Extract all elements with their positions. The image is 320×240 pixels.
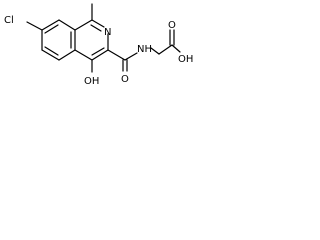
bond-c5-c6 — [41, 19, 60, 31]
bond-c1-n-inner — [90, 24, 102, 32]
bond-c3-c4-inner — [91, 47, 105, 56]
hydroxyl-label: OH — [84, 76, 99, 87]
bond-c8-c9 — [58, 49, 76, 61]
bond-c7-c1 — [74, 19, 93, 31]
bond-nh-ch2 — [150, 47, 160, 55]
bond-c3-camide — [107, 49, 126, 61]
acid-hydroxyl-label: OH — [178, 54, 193, 65]
amide-nh-label: NH — [137, 44, 152, 55]
bond-cacid-oh — [171, 44, 181, 53]
bond-c4-c8 — [74, 49, 93, 61]
carbonyl-oxygen-label: O — [121, 74, 129, 85]
bond-camide-nh — [124, 52, 138, 61]
bond-c9-c10 — [41, 49, 60, 61]
chlorine-label: Cl — [4, 15, 14, 26]
bond-c1-n — [91, 19, 105, 28]
bond-c5-c6-inner — [44, 24, 59, 34]
bond-c9-c10-inner — [44, 46, 59, 56]
bond-c3-c4 — [91, 49, 109, 61]
chemical-structure: Cl N OH O NH OH O — [4, 3, 193, 87]
bond-c-cl — [26, 21, 43, 31]
bonds — [26, 3, 181, 73]
bond-ch2-cacid — [158, 44, 173, 55]
acid-carbonyl-oxygen-label: O — [168, 20, 176, 31]
bond-c6-c7 — [58, 19, 76, 31]
ring-nitrogen-label: N — [104, 27, 111, 38]
atom-labels: Cl N OH O NH OH O — [4, 15, 193, 87]
